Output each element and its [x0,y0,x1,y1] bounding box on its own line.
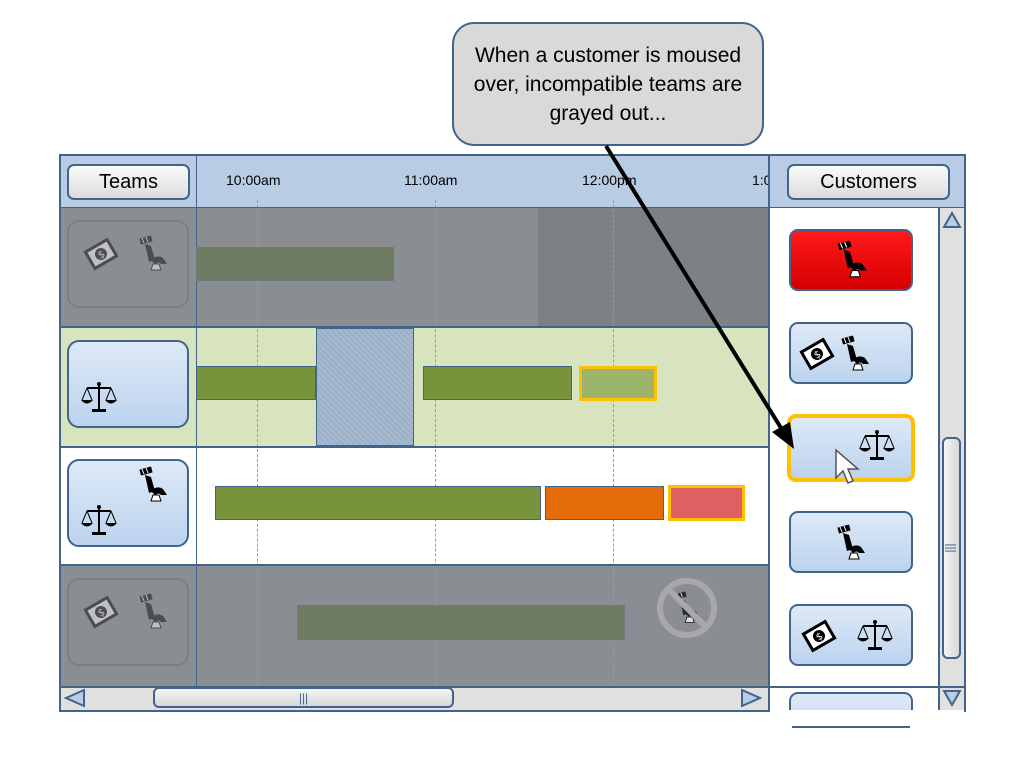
row-divider [61,326,769,328]
triangle-up-icon [942,211,962,228]
customer-column-divider [768,156,770,710]
scroll-up-arrow[interactable] [940,209,964,231]
customers-button[interactable]: Customers [787,164,950,200]
appointment-bar[interactable] [215,486,541,520]
callout-text: When a customer is moused over, incompat… [473,43,743,125]
team-column-divider [196,156,197,686]
gridline-10am [257,200,258,686]
row-divider [61,446,769,448]
team-button-3[interactable] [67,459,189,547]
team-button-1[interactable] [67,220,189,308]
callout-note: When a customer is moused over, incompat… [452,22,764,146]
appointment-bar[interactable] [297,605,625,640]
gridline-12pm [613,200,614,686]
triangle-down-icon [942,690,962,707]
row-divider [61,564,769,566]
unavailable-block [538,208,769,326]
customers-header-divider [769,207,964,208]
customer-item-5[interactable] [789,604,913,666]
customer-item-1[interactable] [789,229,913,291]
proposed-slot-bar[interactable] [668,485,745,521]
triangle-right-icon [741,688,762,708]
team-button-4[interactable] [67,578,189,666]
header-divider [61,207,769,208]
appointment-bar[interactable] [196,366,316,400]
teams-button-label: Teams [99,170,158,193]
appointment-bar[interactable] [423,366,572,400]
gridline-11am [435,200,436,686]
no-robot-icon [657,578,717,638]
time-label-1pm: 1:0 [752,172,768,188]
teams-button[interactable]: Teams [67,164,190,200]
proposed-slot-bar[interactable] [579,366,657,401]
mouse-cursor-icon [835,448,861,484]
time-label-11am: 11:00am [404,172,458,188]
partial-item-edge [792,726,910,728]
scroll-right-arrow[interactable] [739,687,763,709]
customer-item-4[interactable] [789,511,913,573]
appointment-bar[interactable] [545,486,664,520]
scroll-grip: ||| [298,690,309,705]
horizontal-scroll-thumb[interactable]: ||| [153,687,454,708]
scroll-left-arrow[interactable] [63,687,87,709]
scroll-down-arrow[interactable] [940,687,964,709]
vertical-scroll-thumb[interactable]: ||| [942,437,961,659]
team-button-2[interactable] [67,340,189,428]
scrollbar-divider [61,686,964,688]
customer-item-2[interactable] [789,322,913,384]
customers-button-label: Customers [820,170,917,193]
customer-list-mask [770,710,964,730]
blocked-time-slot [316,328,414,446]
triangle-left-icon [64,688,85,708]
appointment-bar[interactable] [196,247,394,281]
time-label-10am: 10:00am [226,172,281,188]
